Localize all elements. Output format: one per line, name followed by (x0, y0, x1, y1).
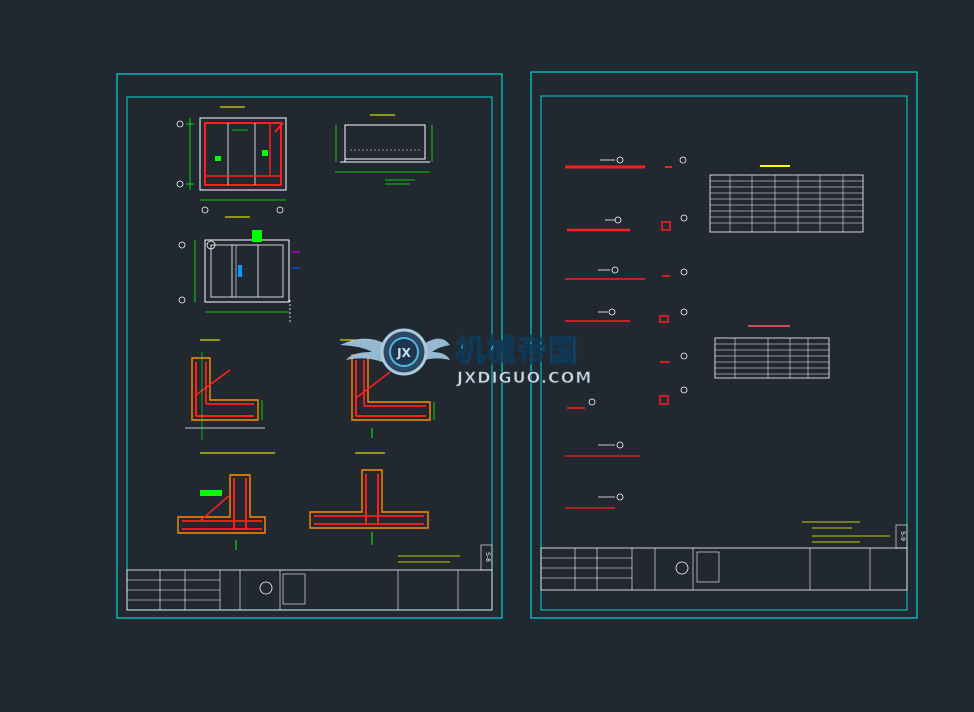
company-seal-icon (259, 581, 273, 595)
material-quantity-table (714, 325, 830, 379)
left-sheet-outer-frame (116, 73, 503, 619)
plan-view-top (176, 106, 287, 214)
left-sheet: S-8 (116, 73, 503, 619)
tee-joint-left (177, 452, 275, 550)
right-sheet-number: S-9 (899, 531, 906, 541)
section-view-a-a (335, 114, 433, 185)
watermark-url: JXDIGUO.COM (456, 368, 592, 387)
rebar-schedule-table (709, 165, 864, 233)
right-notes (802, 521, 890, 543)
right-title-block: S-9 (540, 524, 908, 591)
gear-wings-logo-icon: JX (340, 328, 450, 376)
rebar-shapes-column-2 (659, 156, 688, 405)
left-title-block: S-8 (126, 544, 493, 611)
tee-joint-right (309, 452, 429, 545)
watermark-title: 机械帝国 (455, 334, 579, 369)
svg-text:JX: JX (396, 346, 411, 360)
corner-detail-left (185, 339, 265, 440)
rebar-shapes-column-1 (565, 156, 645, 509)
watermark-logo: JX 机械帝国 JXDIGUO.COM (340, 328, 592, 387)
right-sheet-inner-frame (540, 95, 908, 611)
right-sheet: S-9 (530, 71, 918, 619)
right-sheet-outer-frame (530, 71, 918, 619)
left-sheet-number: S-8 (484, 552, 491, 562)
plan-view-middle (178, 216, 300, 322)
corner-detail-right (340, 339, 435, 438)
company-seal-icon (675, 561, 689, 575)
